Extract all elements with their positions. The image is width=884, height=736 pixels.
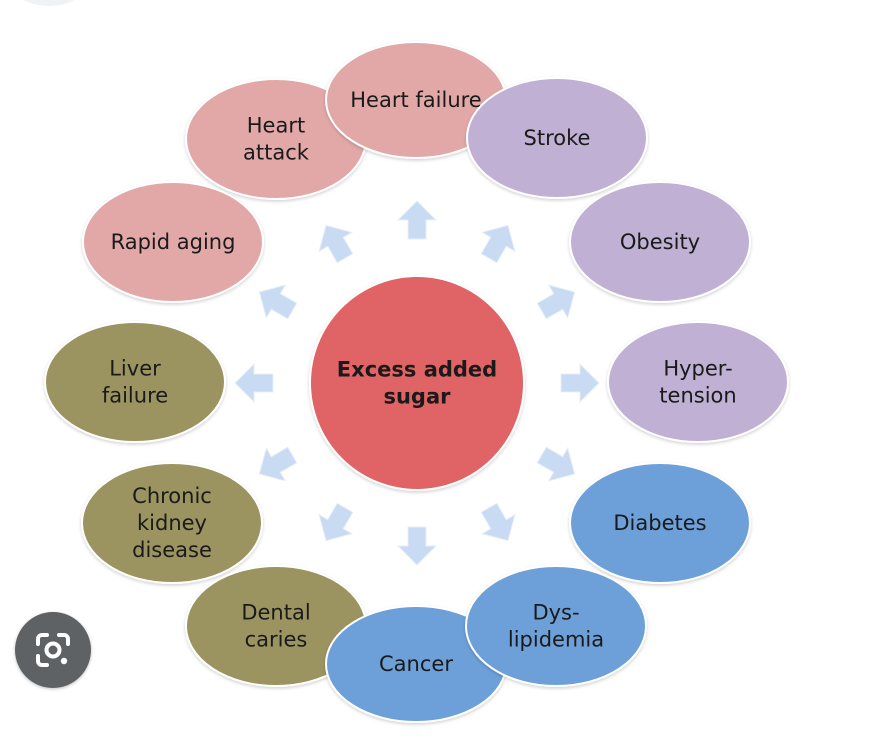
node-label: tension [659,384,736,408]
node-bubble [607,321,789,443]
node-label: lipidemia [508,628,604,652]
outward-arrow-icon [258,446,298,482]
node-label: Stroke [524,126,591,150]
outward-arrow-icon [480,502,516,542]
node-liver-failure: Liver failure [44,321,226,443]
node-label: disease [132,538,212,562]
center-label: sugar [383,385,451,409]
node-label: Cancer [379,652,453,676]
outward-arrow-icon [318,224,354,264]
node-label: Dys- [532,601,579,625]
node-label: failure [102,384,168,408]
lens-search-button[interactable] [15,612,91,688]
node-heart-failure: Heart failure [325,41,507,159]
node-bubble [466,77,648,199]
node-label: Obesity [620,230,700,254]
node-bubble [569,181,751,303]
node-label: Liver [109,357,161,381]
outward-arrow-icon [560,362,600,404]
node-bubble [569,462,751,584]
arrow-ring [234,200,600,566]
node-bubble [44,321,226,443]
top-corner-element [18,0,80,6]
node-label: Heart [247,114,305,138]
node-label: Dental [241,601,310,625]
node-label: Chronic [132,484,212,508]
node-bubble [81,462,263,584]
node-dyslipidemia: Dys-lipidemia [465,565,647,687]
node-label: caries [245,628,308,652]
node-label: Diabetes [613,511,706,535]
outward-arrow-icon [318,502,354,542]
node-dental-caries: Dental caries [185,565,367,687]
outward-arrow-icon [258,284,298,320]
node-diabetes: Diabetes [569,462,751,584]
node-bubble [82,181,264,303]
outward-arrow-icon [396,526,438,566]
node-heart-attack: Heart attack [185,78,367,200]
node-obesity: Obesity [569,181,751,303]
camera-lens-icon [36,633,70,667]
node-chronic-kidney: Chronic kidney disease [81,462,263,584]
outward-arrow-icon [234,362,274,404]
node-label: Rapid aging [111,230,236,254]
outward-arrow-icon [536,284,576,320]
center-label: Excess added [337,358,497,382]
node-bubble [465,565,647,687]
node-hypertension: Hyper-tension [607,321,789,443]
node-stroke: Stroke [466,77,648,199]
outward-arrow-icon [536,446,576,482]
center-bubble [309,275,525,491]
outward-arrow-icon [396,200,438,240]
outward-arrow-icon [480,224,516,264]
node-label: attack [243,141,310,165]
node-label: kidney [137,511,207,535]
node-cancer: Cancer [325,605,507,723]
node-label: Hyper- [663,357,732,381]
node-rapid-aging: Rapid aging [82,181,264,303]
center-node: Excess added sugar [309,275,525,491]
node-label: Heart failure [350,88,481,112]
